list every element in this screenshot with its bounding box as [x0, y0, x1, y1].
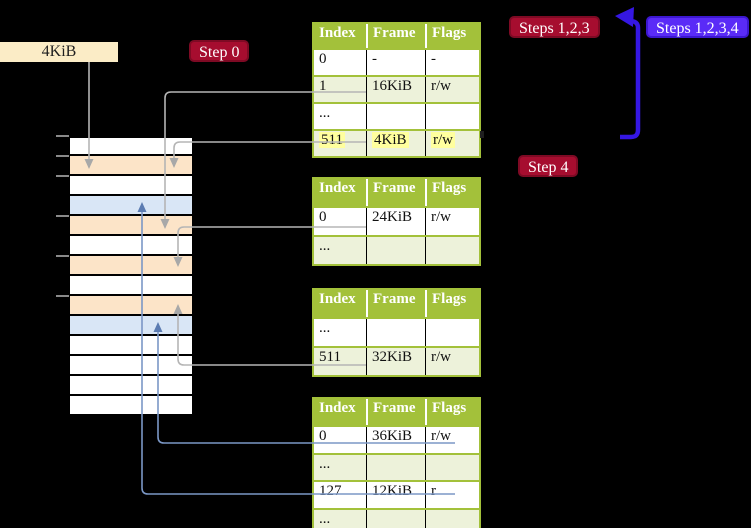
page-table-level4-row-2-cell-2 — [425, 104, 479, 129]
frame-size-label: 4KiB — [0, 42, 118, 62]
page-table-level3-row-0-cell-0: 0 — [319, 209, 327, 225]
page-table-level4-header-flags: Flags — [425, 24, 479, 48]
page-table-level1-row-2-cell-2: r — [425, 482, 479, 508]
page-table-level2-header-index: Index — [319, 291, 356, 307]
page-table-level1-row-0-cell-1: 36KiB — [366, 427, 425, 453]
page-table-level1-row-1-cell-0: ... — [319, 455, 331, 472]
memory-frame-row-9 — [70, 316, 192, 336]
highlighted-value: 4KiB — [372, 132, 409, 148]
page-table-level1-header-flags: Flags — [425, 399, 479, 425]
page-table-level1-row-1-cell-2 — [425, 454, 479, 480]
page-table-level2-row-0: ... — [314, 317, 479, 346]
page-table-level1-row-0-cell-2: r/w — [425, 427, 479, 453]
page-table-level4-row-1-cell-2: r/w — [425, 77, 479, 102]
highlighted-value: 511 — [319, 132, 345, 148]
page-table-level4-row-2-cell-1 — [366, 104, 425, 129]
badge-step-4: Step 4 — [518, 155, 579, 177]
page-table-level3-row-1-cell-0: ... — [319, 238, 331, 254]
page-table-level4-row-2: ... — [314, 102, 479, 129]
memory-frame-row-6 — [70, 256, 192, 276]
arrow-recursive-loop — [615, 7, 641, 140]
page-table-level4-row-0-cell-2: - — [425, 50, 479, 75]
physical-memory-strip — [70, 136, 192, 416]
page-table-level4-row-3: 511 4KiB r/w — [314, 129, 479, 156]
page-table-level1-row-0-cell-0: 0 — [319, 428, 327, 444]
memory-frame-row-8 — [70, 296, 192, 316]
memory-frame-row-5 — [70, 236, 192, 256]
page-table-level2-row-1-cell-1: 32KiB — [366, 348, 425, 375]
page-table-level4-row-2-cell-0: ... — [319, 105, 331, 121]
memory-frame-row-1 — [70, 156, 192, 176]
page-table-level1-header-index: Index — [319, 400, 356, 416]
page-table-level1-row-3-cell-2 — [425, 509, 479, 528]
memory-strip-tick-4 — [56, 255, 69, 257]
memory-frame-row-7 — [70, 276, 192, 296]
memory-strip-tick-2 — [56, 175, 69, 177]
page-table-level4-row-1-cell-1: 16KiB — [366, 77, 425, 102]
page-table-level3-row-0-cell-2: r/w — [425, 208, 479, 235]
memory-frame-row-2 — [70, 176, 192, 196]
page-table-level3-row-0-cell-1: 24KiB — [366, 208, 425, 235]
page-table-level4-row-3-cell-1: 4KiB — [366, 131, 425, 156]
memory-frame-row-10 — [70, 336, 192, 356]
page-table-level4-row-0-cell-0: 0 — [319, 51, 327, 67]
memory-strip-tick-5 — [56, 295, 69, 297]
highlighted-value: r/w — [431, 132, 455, 148]
memory-frame-row-12 — [70, 376, 192, 396]
page-table-level1-row-3: ... — [314, 507, 479, 528]
page-table-level4-header-index: Index — [319, 25, 356, 41]
page-table-level2-row-0-cell-2 — [425, 319, 479, 346]
page-table-level4-row-3-cell-0: 511 — [314, 131, 366, 156]
page-table-level3-row-1-cell-2 — [425, 237, 479, 264]
memory-frame-row-11 — [70, 356, 192, 376]
badge-steps-1-2-3-4: Steps 1,2,3,4 — [646, 16, 749, 38]
page-table-level2-row-0-cell-1 — [366, 319, 425, 346]
memory-frame-row-3 — [70, 196, 192, 216]
page-table-level3-header-flags: Flags — [425, 179, 479, 206]
page-table-level2-row-1-cell-0: 511 — [319, 349, 341, 365]
badge-step-0: Step 0 — [189, 40, 250, 62]
page-table-level3-header-index: Index — [319, 180, 356, 196]
page-table-level1-row-2-cell-1: 12KiB — [366, 482, 425, 508]
page-table-level4-row-1-cell-0: 1 — [319, 78, 327, 94]
page-table-level3-row-1-cell-1 — [366, 237, 425, 264]
page-table-level1-row-1: ... — [314, 452, 479, 480]
page-table-level1-row-2-cell-0: 127 — [319, 483, 342, 499]
memory-frame-row-4 — [70, 216, 192, 236]
badge-steps-1-2-3: Steps 1,2,3 — [509, 16, 600, 38]
memory-frame-row-0 — [70, 136, 192, 156]
page-table-level2-header-frame: Frame — [366, 290, 425, 317]
page-table-level4-row-3-cell-2: r/w — [425, 131, 479, 156]
page-table-level2-row-1-cell-2: r/w — [425, 348, 479, 375]
page-table-level3-row-1: ... — [314, 235, 479, 264]
memory-strip-tick-1 — [56, 155, 69, 157]
page-table-level2-row-0-cell-0: ... — [319, 320, 331, 336]
page-table-level3-header-frame: Frame — [366, 179, 425, 206]
page-table-level4-row-0-cell-1: - — [366, 50, 425, 75]
page-table-level1-row-1-cell-1 — [366, 454, 425, 480]
page-table-level1-header-frame: Frame — [366, 399, 425, 425]
page-table-level2-header-flags: Flags — [425, 290, 479, 317]
page-table-level4-header-frame: Frame — [366, 24, 425, 48]
page-table-level1-row-3-cell-0: ... — [319, 510, 331, 527]
page-table-level1-row-3-cell-1 — [366, 509, 425, 528]
page-table-level4-row-0: 0 -- — [314, 48, 479, 75]
memory-strip-tick-0 — [56, 135, 69, 137]
memory-strip-tick-3 — [56, 215, 69, 217]
memory-frame-row-13 — [70, 396, 192, 416]
